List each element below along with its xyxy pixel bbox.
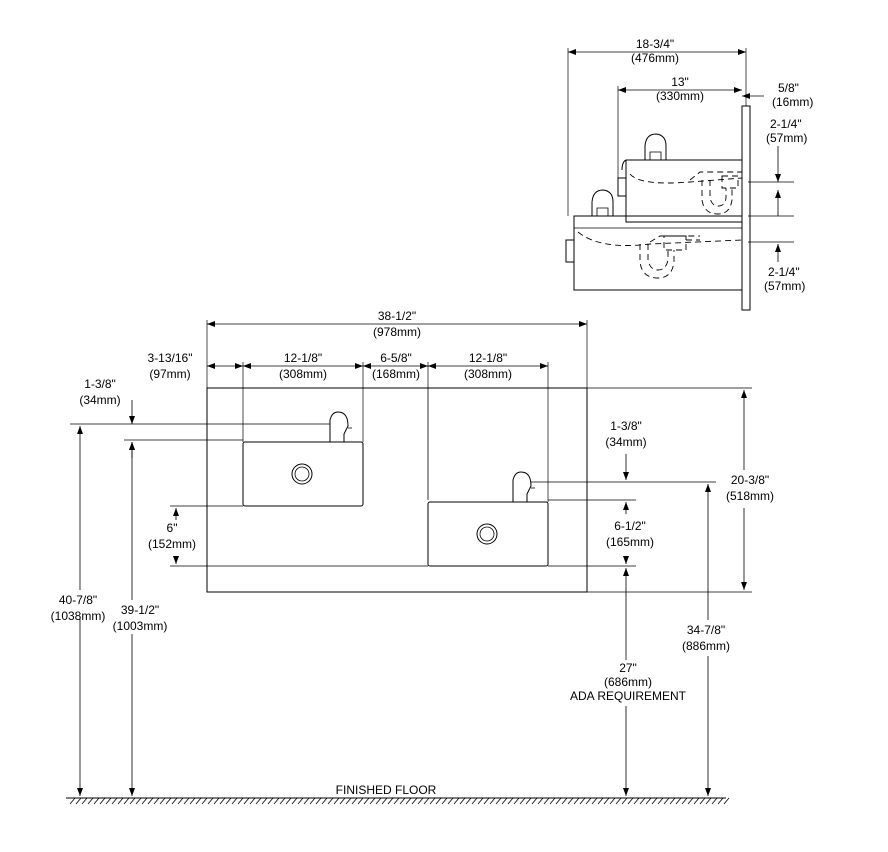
dim-ada-in: 27"	[619, 661, 637, 675]
front-view: 38-1/2" (978mm) 3-13/16" (97mm) 12-1/8" …	[51, 309, 774, 805]
dim-overall-width-in: 38-1/2"	[378, 309, 416, 323]
lower-push-button	[565, 239, 575, 263]
dim-right-bubbler-height-in: 34-7/8"	[687, 623, 725, 637]
dim-height-diff-mm: (152mm)	[148, 537, 196, 551]
dim-gap-mm: (168mm)	[372, 367, 420, 381]
dim-left-rim-height-mm: (1003mm)	[113, 619, 168, 633]
dim-side-overall-mm: (476mm)	[631, 51, 679, 65]
dim-right-bowl-in: 12-1/8"	[469, 351, 507, 365]
dim-lower-drop-in: 2-1/4"	[768, 265, 800, 279]
dim-left-bubbler-height-in: 40-7/8"	[59, 593, 97, 607]
dim-left-bubbler-height-mm: (1038mm)	[51, 609, 106, 623]
dim-right-bubbler-offset-mm: (34mm)	[605, 435, 646, 449]
dim-upper-drop-in: 2-1/4"	[770, 117, 802, 131]
dim-overall-height-mm: (518mm)	[726, 489, 774, 503]
dim-right-bowl-depth-mm: (165mm)	[606, 535, 654, 549]
dim-height-diff-in: 6"	[167, 521, 178, 535]
upper-bubbler	[644, 133, 667, 160]
upper-push-button	[617, 177, 627, 197]
dim-left-bubbler-offset-mm: (34mm)	[79, 393, 120, 407]
dim-right-bowl-mm: (308mm)	[464, 367, 512, 381]
dim-left-rim-height-in: 39-1/2"	[121, 603, 159, 617]
side-view: 18-3/4" (476mm) 13" (330mm) 5/8" (16mm) …	[565, 37, 813, 311]
dim-right-bowl-depth-in: 6-1/2"	[614, 519, 646, 533]
dim-upper-drop-mm: (57mm)	[766, 131, 807, 145]
right-push-button	[476, 523, 498, 545]
dim-wall-plate-in: 5/8"	[778, 81, 799, 95]
dim-left-margin-mm: (97mm)	[149, 367, 190, 381]
floor-hatch	[69, 797, 730, 805]
dim-lower-drop-mm: (57mm)	[764, 279, 805, 293]
dim-gap-in: 6-5/8"	[380, 351, 412, 365]
front-outline	[206, 387, 588, 593]
lower-bubbler	[591, 189, 614, 216]
dim-side-overall-in: 18-3/4"	[636, 37, 674, 51]
left-bowl	[242, 441, 364, 507]
dim-left-bowl-in: 12-1/8"	[284, 351, 322, 365]
right-bowl	[427, 501, 549, 567]
left-bubbler	[329, 411, 349, 442]
dim-left-margin-in: 3-13/16"	[148, 351, 193, 365]
left-push-button	[291, 463, 313, 485]
lower-unit-body	[573, 215, 743, 291]
dim-right-bubbler-height-mm: (886mm)	[682, 639, 730, 653]
wall-plate	[741, 105, 751, 311]
dim-side-upper-mm: (330mm)	[656, 89, 704, 103]
dim-ada-mm: (686mm)	[604, 675, 652, 689]
dim-left-bubbler-offset-in: 1-3/8"	[84, 377, 116, 391]
floor-label: FINISHED FLOOR	[336, 783, 437, 797]
right-bubbler	[512, 471, 532, 502]
dim-overall-width-mm: (978mm)	[373, 325, 421, 339]
dim-right-bubbler-offset-in: 1-3/8"	[610, 419, 642, 433]
dim-side-upper-in: 13"	[671, 75, 689, 89]
dim-wall-plate-mm: (16mm)	[772, 95, 813, 109]
dim-overall-height-in: 20-3/8"	[731, 473, 769, 487]
dim-left-bowl-mm: (308mm)	[279, 367, 327, 381]
dim-ada-note: ADA REQUIREMENT	[570, 689, 687, 703]
